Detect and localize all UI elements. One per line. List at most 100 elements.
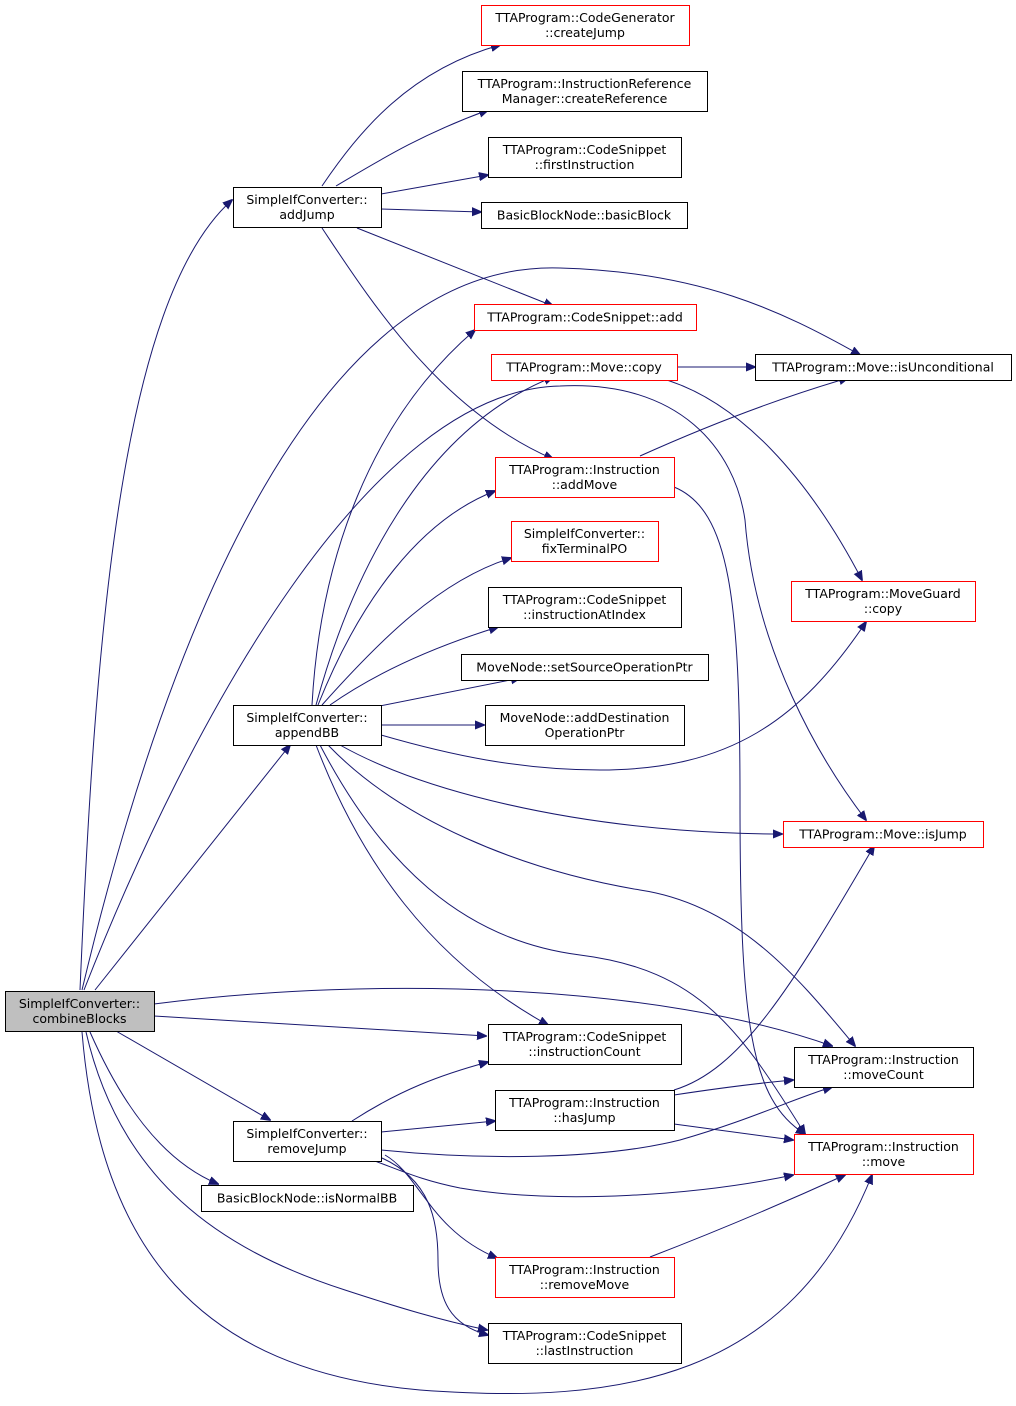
node-label: MoveNode::addDestination bbox=[500, 710, 670, 725]
node-label: ::move bbox=[862, 1154, 906, 1169]
node-label: SimpleIfConverter:: bbox=[246, 1126, 367, 1141]
edge-hasJump-isJump bbox=[673, 846, 874, 1091]
node-label: ::removeMove bbox=[540, 1277, 630, 1292]
node-label: ::hasJump bbox=[553, 1110, 615, 1125]
node-label: SimpleIfConverter:: bbox=[246, 710, 367, 725]
node-isJump[interactable]: TTAProgram::Move::isJump bbox=[783, 821, 984, 848]
node-label: ::lastInstruction bbox=[536, 1343, 634, 1358]
node-label: ::copy bbox=[864, 601, 903, 616]
edge-removeJump-instructionCount bbox=[351, 1062, 488, 1122]
node-setSourceOperationPtr[interactable]: MoveNode::setSourceOperationPtr bbox=[461, 654, 709, 681]
node-box bbox=[488, 587, 682, 628]
node-createReference[interactable]: TTAProgram::InstructionReferenceManager:… bbox=[462, 71, 708, 112]
node-label: BasicBlockNode::basicBlock bbox=[497, 208, 672, 223]
edge-appendBB-snippetAdd bbox=[311, 330, 475, 706]
node-label: appendBB bbox=[275, 725, 339, 740]
node-moveGuardCopy[interactable]: TTAProgram::MoveGuard::copy bbox=[791, 581, 976, 622]
node-basicBlock[interactable]: BasicBlockNode::basicBlock bbox=[481, 202, 688, 229]
node-box bbox=[462, 71, 708, 112]
node-removeJump[interactable]: SimpleIfConverter::removeJump bbox=[233, 1121, 382, 1162]
node-snippetAdd[interactable]: TTAProgram::CodeSnippet::add bbox=[474, 304, 697, 331]
node-appendBB[interactable]: SimpleIfConverter::appendBB bbox=[233, 705, 382, 746]
node-label: TTAProgram::Instruction bbox=[508, 462, 660, 477]
node-box bbox=[491, 354, 678, 381]
node-label: SimpleIfConverter:: bbox=[246, 192, 367, 207]
edge-addJump-createReference bbox=[335, 110, 488, 187]
node-label: TTAProgram::CodeSnippet bbox=[502, 1328, 667, 1343]
node-label: combineBlocks bbox=[32, 1011, 126, 1026]
edge-addJump-snippetAdd bbox=[356, 227, 553, 306]
edge-appendBB-moveGuardCopy bbox=[380, 622, 866, 771]
node-box bbox=[511, 521, 659, 562]
node-box bbox=[201, 1185, 414, 1212]
node-lastInstruction[interactable]: TTAProgram::CodeSnippet::lastInstruction bbox=[488, 1323, 682, 1364]
node-label: ::createJump bbox=[545, 25, 625, 40]
node-label: removeJump bbox=[267, 1141, 346, 1156]
node-label: Manager::createReference bbox=[502, 91, 668, 106]
edge-addJump-basicBlock bbox=[380, 209, 481, 212]
edge-removeJump-moveCount bbox=[380, 1087, 832, 1158]
edge-combineBlocks-removeJump bbox=[115, 1030, 270, 1120]
node-label: TTAProgram::Move::copy bbox=[505, 360, 662, 375]
edge-combineBlocks-isUnconditional bbox=[81, 267, 860, 991]
edge-combineBlocks-addJump bbox=[79, 200, 232, 991]
edge-appendBB-instrMove bbox=[319, 744, 805, 1134]
edge-appendBB-instructionAtIndex bbox=[329, 627, 498, 706]
node-moveCount[interactable]: TTAProgram::Instruction::moveCount bbox=[794, 1047, 974, 1088]
node-label: MoveNode::setSourceOperationPtr bbox=[476, 660, 693, 675]
node-label: BasicBlockNode::isNormalBB bbox=[217, 1191, 397, 1206]
node-label: TTAProgram::Instruction bbox=[508, 1095, 660, 1110]
node-label: TTAProgram::Move::isJump bbox=[798, 827, 967, 842]
edge-combineBlocks-instrMove bbox=[81, 1031, 872, 1395]
node-label: ::addMove bbox=[552, 477, 618, 492]
edge-appendBB-moveCopy bbox=[315, 377, 553, 706]
node-instructionCount[interactable]: TTAProgram::CodeSnippet::instructionCoun… bbox=[488, 1024, 682, 1065]
node-hasJump[interactable]: TTAProgram::Instruction::hasJump bbox=[495, 1090, 675, 1131]
node-addJump[interactable]: SimpleIfConverter::addJump bbox=[233, 187, 382, 228]
edge-appendBB-instructionCount bbox=[315, 744, 548, 1025]
node-moveCopy[interactable]: TTAProgram::Move::copy bbox=[491, 354, 678, 381]
node-box bbox=[5, 991, 155, 1032]
node-label: fixTerminalPO bbox=[542, 541, 628, 556]
node-box bbox=[495, 1257, 675, 1298]
edge-combineBlocks-isJump bbox=[83, 385, 866, 991]
edge-combineBlocks-lastInstruction bbox=[85, 1031, 487, 1330]
node-fixTerminalPO[interactable]: SimpleIfConverter::fixTerminalPO bbox=[511, 521, 659, 562]
node-isUnconditional[interactable]: TTAProgram::Move::isUnconditional bbox=[755, 354, 1012, 381]
node-removeMove[interactable]: TTAProgram::Instruction::removeMove bbox=[495, 1257, 675, 1298]
edge-addMove-instrMove bbox=[673, 486, 805, 1134]
edge-appendBB-fixTerminalPO bbox=[321, 558, 511, 706]
node-box bbox=[791, 581, 976, 622]
nodes: SimpleIfConverter::combineBlocksSimpleIf… bbox=[5, 5, 1012, 1364]
edge-removeJump-lastInstruction bbox=[381, 1157, 488, 1335]
node-box bbox=[481, 5, 690, 46]
node-box bbox=[495, 457, 675, 498]
node-instructionAtIndex[interactable]: TTAProgram::CodeSnippet::instructionAtIn… bbox=[488, 587, 682, 628]
node-box bbox=[794, 1134, 974, 1175]
node-combineBlocks[interactable]: SimpleIfConverter::combineBlocks bbox=[5, 991, 155, 1032]
node-createJump[interactable]: TTAProgram::CodeGenerator::createJump bbox=[481, 5, 690, 46]
node-label: TTAProgram::Instruction bbox=[807, 1139, 959, 1154]
node-box bbox=[233, 705, 382, 746]
node-box bbox=[474, 304, 697, 331]
edge-combineBlocks-appendBB bbox=[94, 745, 290, 991]
edge-moveCopy-moveGuardCopy bbox=[659, 377, 862, 580]
node-box bbox=[488, 137, 682, 178]
node-addMove[interactable]: TTAProgram::Instruction::addMove bbox=[495, 457, 675, 498]
edge-appendBB-addMove bbox=[317, 491, 495, 706]
node-isNormalBB[interactable]: BasicBlockNode::isNormalBB bbox=[201, 1185, 414, 1212]
node-firstInstruction[interactable]: TTAProgram::CodeSnippet::firstInstructio… bbox=[488, 137, 682, 178]
node-label: ::firstInstruction bbox=[535, 157, 635, 172]
edges bbox=[79, 45, 874, 1395]
edge-removeJump-instrMove bbox=[371, 1159, 793, 1198]
edge-addMove-isUnconditional bbox=[639, 378, 848, 457]
edge-removeJump-hasJump bbox=[380, 1121, 495, 1133]
node-label: ::instructionCount bbox=[528, 1044, 640, 1059]
node-instrMove[interactable]: TTAProgram::Instruction::move bbox=[794, 1134, 974, 1175]
edge-hasJump-instrMove bbox=[673, 1123, 793, 1140]
node-box bbox=[233, 187, 382, 228]
edge-addJump-firstInstruction bbox=[380, 175, 488, 195]
node-label: SimpleIfConverter:: bbox=[524, 526, 645, 541]
